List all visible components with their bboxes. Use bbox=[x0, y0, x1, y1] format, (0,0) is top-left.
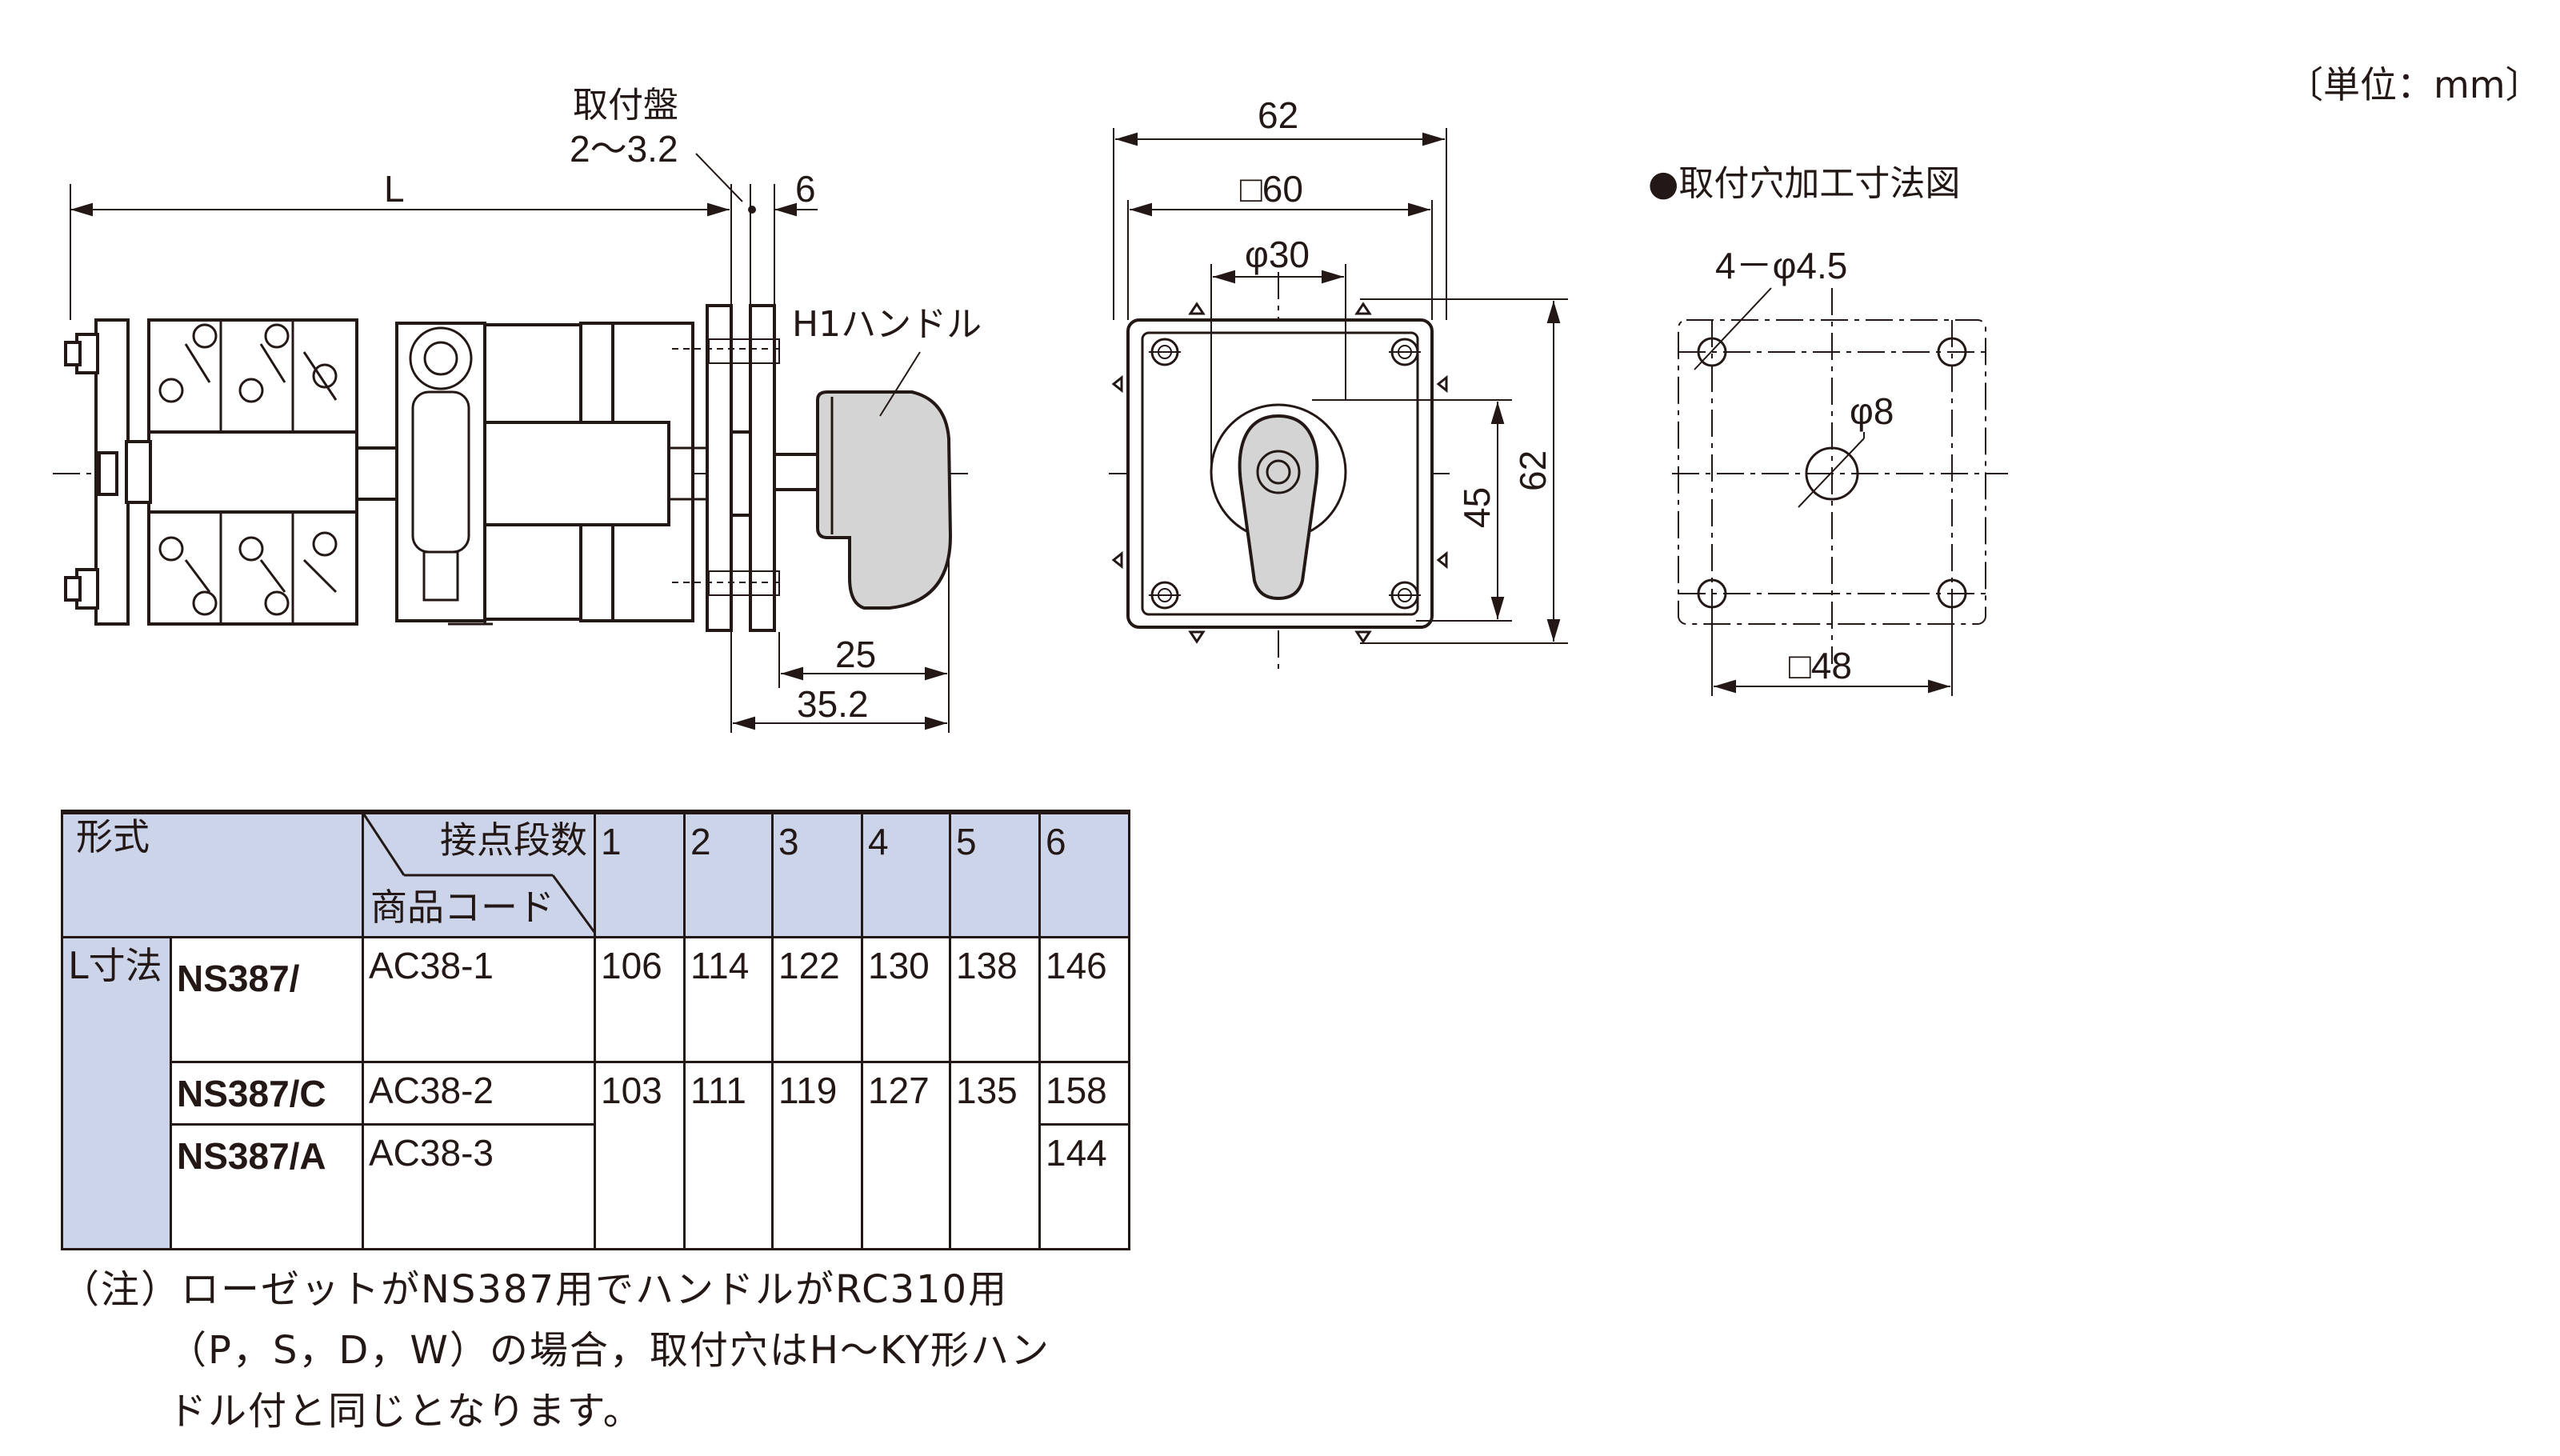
hole-outline bbox=[1678, 319, 1986, 625]
model-ns387: NS387/ bbox=[170, 935, 364, 1063]
dim-6-label: 6 bbox=[795, 168, 816, 210]
cam-section bbox=[355, 322, 720, 626]
value-cell: 158 bbox=[1038, 1060, 1130, 1126]
dim-sq60-label: □60 bbox=[1240, 168, 1303, 210]
holes-label: 4－φ4.5 bbox=[1715, 245, 1847, 286]
model-ns387a: NS387/A bbox=[170, 1122, 364, 1250]
mount-hole bbox=[1937, 578, 1967, 609]
header-diagonal-cell: 接点段数 商品コード bbox=[362, 810, 596, 938]
dim-25-label: 25 bbox=[835, 634, 876, 675]
dim-sq48-label: □48 bbox=[1789, 645, 1852, 686]
table-row: NS387/C AC38-2 103 111 119 127 135 158 bbox=[62, 1060, 1130, 1250]
value-cell: 135 bbox=[949, 1060, 1041, 1250]
dim-35-2-label: 35.2 bbox=[797, 683, 869, 725]
row-label: L寸法 bbox=[61, 935, 172, 1250]
table-row: L寸法 NS387/ AC38-1 106 114 122 130 138 14… bbox=[61, 935, 1130, 1250]
value-cell: 119 bbox=[771, 1060, 863, 1250]
stage-5: 5 bbox=[949, 810, 1041, 938]
stage-3: 3 bbox=[771, 810, 863, 938]
model-ns387c: NS387/C bbox=[170, 1060, 364, 1126]
stage-1: 1 bbox=[594, 810, 686, 938]
value-cell: 130 bbox=[861, 935, 951, 1063]
header-type-text: 形式 bbox=[76, 815, 150, 858]
header-code: 商品コード bbox=[370, 886, 554, 929]
unit-label: 〔単位：mm〕 bbox=[2286, 63, 2542, 106]
rear-terminal-bolts bbox=[64, 318, 130, 626]
hole-view: ●取付穴加工寸法図 4－φ4.5 φ8 □48 bbox=[1648, 163, 2008, 696]
value-cell: 111 bbox=[683, 1060, 774, 1250]
code-ac38-2: AC38-2 bbox=[362, 1060, 596, 1126]
stage-2: 2 bbox=[683, 810, 774, 938]
plate-label-line1: 取付盤 bbox=[573, 85, 678, 126]
mount-hole bbox=[1937, 337, 1967, 367]
mount-hole bbox=[1697, 337, 1727, 367]
code-ac38-3: AC38-3 bbox=[362, 1122, 596, 1250]
mounting-plate bbox=[672, 304, 780, 632]
dim-62-top-label: 62 bbox=[1258, 94, 1298, 136]
dim-phi30-label: φ30 bbox=[1245, 234, 1310, 275]
dim-L: L 6 bbox=[70, 168, 818, 320]
value-cell: 127 bbox=[861, 1060, 951, 1250]
dim-handle-length: 25 35.2 bbox=[730, 552, 950, 733]
value-cell: 114 bbox=[683, 935, 774, 1063]
contact-blocks bbox=[125, 318, 358, 626]
dim-L-label: L bbox=[384, 168, 405, 210]
plate-label: 取付盤 2～3.2 bbox=[570, 85, 743, 202]
dim-45-label: 45 bbox=[1456, 487, 1498, 528]
dimension-drawing: L 6 取付盤 2～3.2 H1ハンドル 25 35.2 bbox=[53, 85, 2008, 733]
footnote-line-3: ドル付と同じとなります。 bbox=[168, 1389, 643, 1434]
value-cell: 146 bbox=[1038, 935, 1130, 1063]
header-type: 形式 bbox=[61, 810, 364, 938]
header-stages: 接点段数 bbox=[440, 818, 587, 862]
center-hole-label: φ8 bbox=[1850, 390, 1894, 432]
side-view: L 6 取付盤 2～3.2 H1ハンドル 25 35.2 bbox=[53, 85, 982, 733]
front-view: 62 □60 φ30 45 62 bbox=[1109, 94, 1568, 674]
center-hole bbox=[1805, 446, 1859, 501]
plate-label-line2: 2～3.2 bbox=[570, 128, 678, 170]
dim-62-side-label: 62 bbox=[1512, 450, 1554, 491]
table-row: NS387/A AC38-3 144 bbox=[62, 1122, 1130, 1250]
mount-hole bbox=[1697, 578, 1727, 609]
footnote: （注）ローゼットがNS387用でハンドルがRC310用 （P，S，D，W）の場合… bbox=[61, 1259, 1133, 1442]
footnote-line-1: （注）ローゼットがNS387用でハンドルがRC310用 bbox=[61, 1267, 1009, 1312]
value-cell: 106 bbox=[594, 935, 686, 1063]
handle-h1 bbox=[773, 351, 953, 610]
stage-4: 4 bbox=[861, 810, 951, 938]
handle-label: H1ハンドル bbox=[792, 304, 982, 345]
stage-6: 6 bbox=[1038, 810, 1130, 938]
value-cell: 138 bbox=[949, 935, 1041, 1063]
footnote-line-2: （P，S，D，W）の場合，取付穴はH～KY形ハン bbox=[168, 1328, 1051, 1373]
hole-view-title: ●取付穴加工寸法図 bbox=[1648, 163, 1960, 204]
value-cell: 144 bbox=[1038, 1122, 1130, 1250]
code-ac38-1: AC38-1 bbox=[362, 935, 596, 1063]
l-dimension-table: 形式 接点段数 商品コード 1 2 3 4 5 6 L寸法 NS387/ AC3… bbox=[61, 810, 1130, 1250]
value-cell: 122 bbox=[771, 935, 863, 1063]
value-cell: 103 bbox=[594, 1060, 686, 1250]
